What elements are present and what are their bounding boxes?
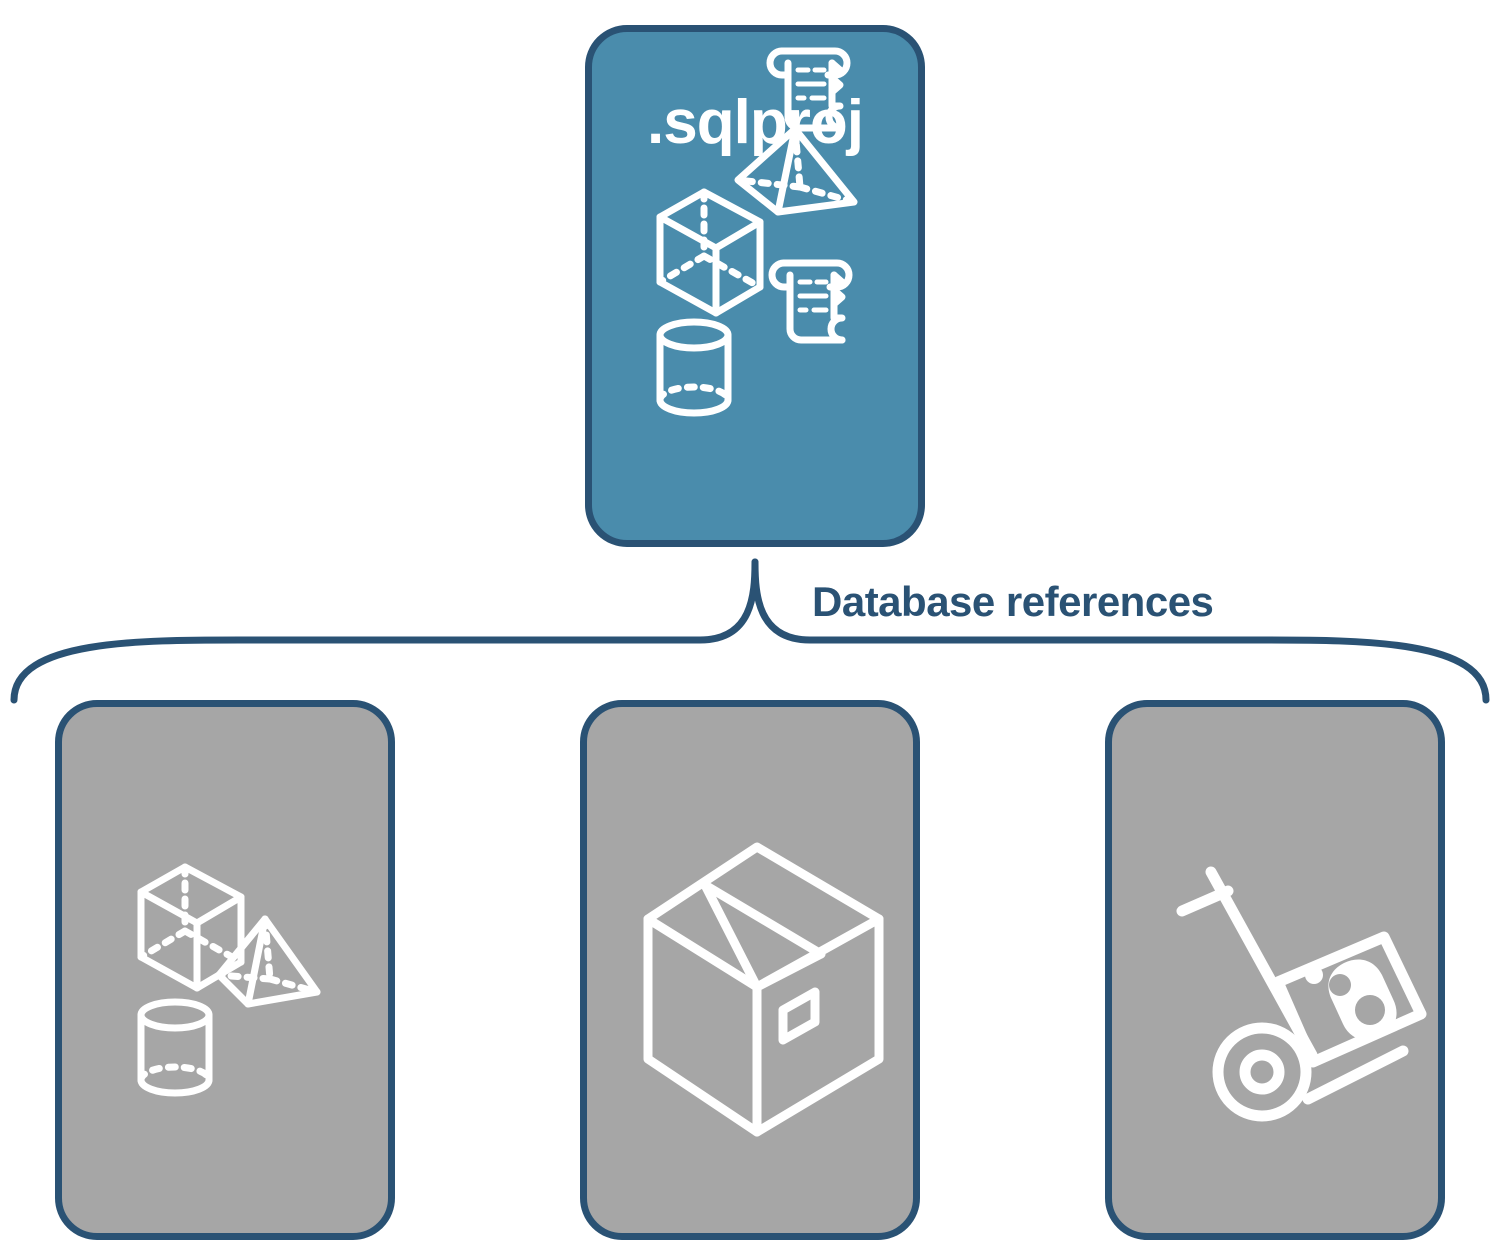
script-scroll-icon-lines (797, 279, 829, 313)
card-child-nupkg[interactable]: .nupkg (1105, 700, 1445, 1240)
hand-truck-icon (1176, 866, 1427, 1122)
hand-truck-package-holes (1329, 974, 1385, 1025)
card-child-dacpac[interactable]: .dacpac (580, 700, 920, 1240)
package-box-icon (643, 842, 884, 1137)
connector-label: Database references (812, 578, 1214, 625)
card-child-sqlproj-icon-group (62, 707, 388, 1233)
cylinder-icon (656, 318, 732, 417)
card-root-sqlproj[interactable]: .sqlproj (585, 25, 925, 547)
card-child-nupkg-icon-group (1112, 707, 1438, 1233)
hand-truck-package-graphic (1305, 959, 1397, 1041)
cube-icon (656, 188, 764, 317)
cube-icon (137, 863, 245, 992)
pyramid-icon (215, 915, 321, 1008)
script-scroll-icon (768, 259, 853, 344)
card-child-dacpac-icon-group (587, 707, 913, 1233)
card-root-title: .sqlproj (647, 88, 864, 157)
card-child-sqlproj[interactable]: .sqlproj (55, 700, 395, 1240)
connector-brace (0, 540, 1500, 720)
cylinder-icon (137, 998, 213, 1097)
